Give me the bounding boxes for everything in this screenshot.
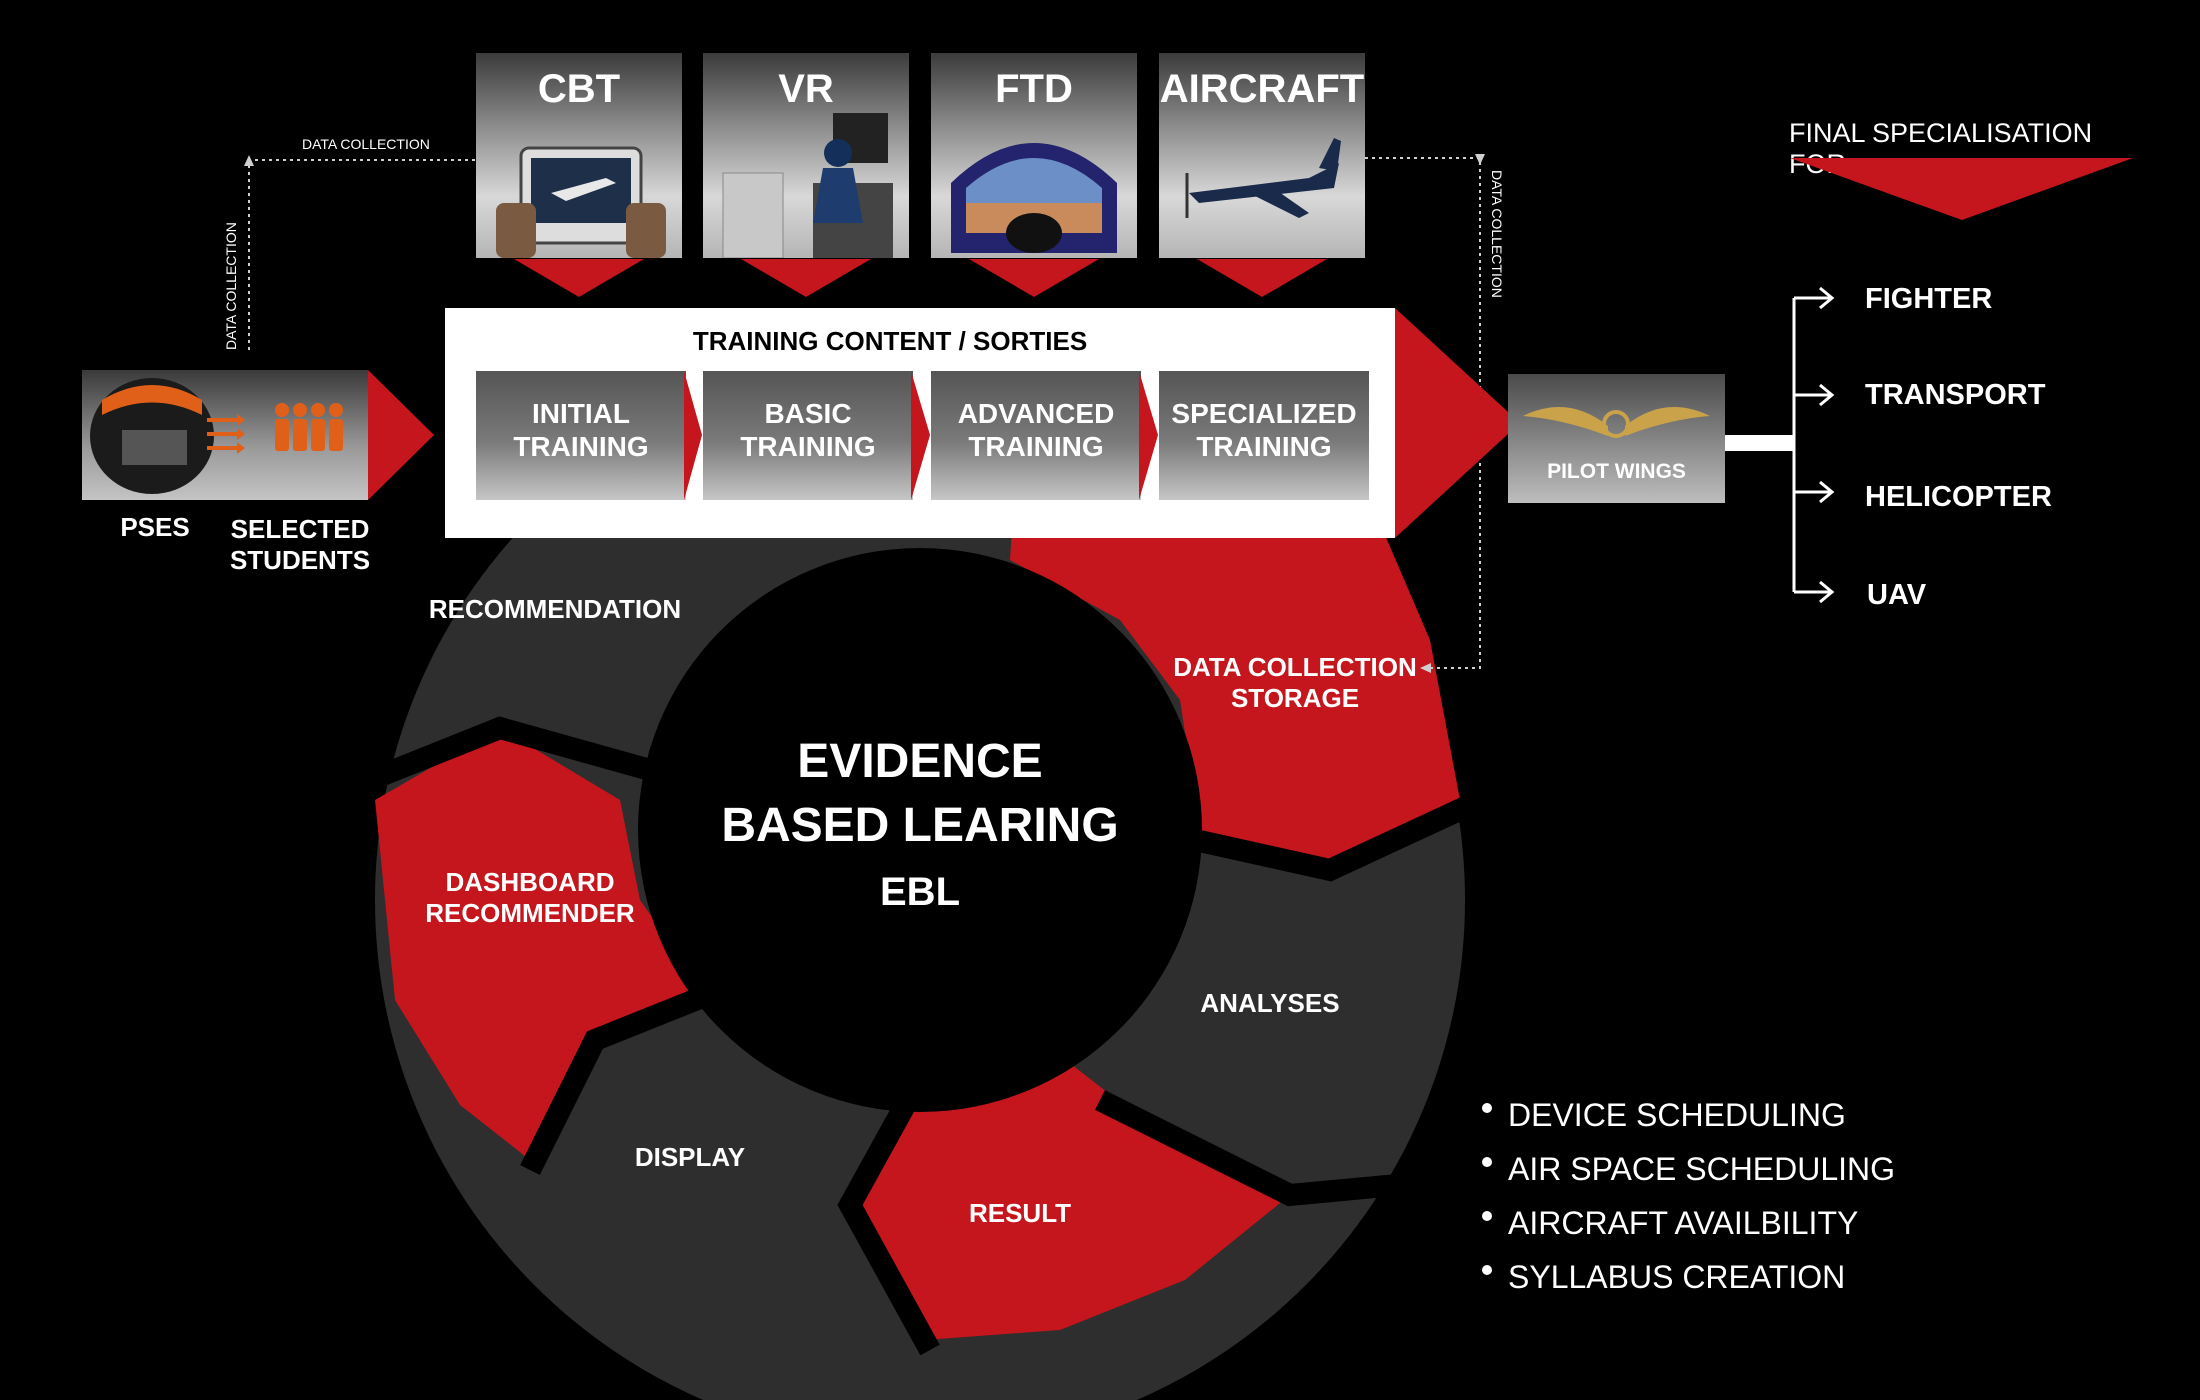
wings-connector (1725, 435, 1793, 451)
center-line2: BASED LEARING (721, 798, 1119, 852)
data-collection-label-top: DATA COLLECTION (302, 136, 430, 152)
segment-line1: DASHBOARD (445, 867, 615, 897)
segment-dashboard-recommender: DASHBOARD RECOMMENDER (405, 867, 655, 928)
segment-data-collection-storage: DATA COLLECTION STORAGE (1160, 652, 1430, 713)
down-arrow-icon (514, 259, 644, 297)
specialisation-helicopter: HELICOPTER (1865, 481, 2052, 513)
arrow-right-icon (207, 414, 245, 454)
cycle-center (638, 548, 1202, 1112)
data-collection-storage-segment (1010, 460, 1460, 870)
stage-line1: SPECIALIZED (1171, 398, 1357, 429)
device-label: FTD (995, 67, 1073, 111)
stage-line1: ADVANCED (957, 398, 1115, 429)
data-collection-label-right: DATA COLLECTION (1489, 170, 1505, 298)
data-collection-label-left: DATA COLLECTION (223, 222, 239, 350)
specialisation-fighter: FIGHTER (1865, 283, 1993, 315)
device-label: VR (778, 67, 834, 111)
ebl-center-title: EVIDENCE BASED LEARING EBL (700, 730, 1140, 921)
arrow-right-icon (1819, 480, 1835, 504)
pilot-wings-panel (1508, 374, 1725, 503)
dome-simulator-image (951, 143, 1117, 253)
segment-display: DISPLAY (634, 1142, 746, 1172)
right-arrow-icon (684, 371, 702, 500)
device-tile-ftd: FTD (931, 53, 1137, 258)
segment-recommendation: RECOMMENDATION (428, 594, 682, 624)
stage-line1: BASIC (764, 398, 852, 429)
arrow-right-icon (1819, 383, 1835, 407)
pilot-wings-label: PILOT WINGS (1547, 460, 1686, 483)
right-arrow-icon (911, 371, 930, 500)
specialisation-transport: TRANSPORT (1865, 379, 2046, 411)
segment-analyses: ANALYSES (1200, 988, 1340, 1018)
training-title: TRAINING CONTENT / SORTIES (692, 326, 1088, 356)
arrow-left-icon (1420, 663, 1431, 673)
stage-line1: INITIAL (532, 398, 630, 429)
planning-item: AIR SPACE SCHEDULING (1482, 1142, 1895, 1196)
segment-result: RESULT (968, 1198, 1072, 1228)
planning-list: DEVICE SCHEDULING AIR SPACE SCHEDULING A… (1482, 1088, 1895, 1304)
training-arrow (1395, 308, 1520, 538)
arrow-down-icon (1475, 154, 1485, 165)
down-arrow-icon (1790, 158, 2133, 220)
down-arrow-icon (741, 259, 871, 297)
right-arrow-icon (368, 370, 434, 500)
students-line2: STUDENTS (229, 544, 371, 575)
device-tile-vr: VR (703, 53, 909, 258)
stage-line2: TRAINING (740, 431, 876, 463)
specialisation-tree (1792, 286, 1835, 604)
device-tile-aircraft: AIRCRAFT (1159, 53, 1365, 258)
device-label: CBT (537, 67, 621, 111)
device-tile-cbt: CBT (476, 53, 682, 258)
arrow-right-icon (1819, 580, 1835, 604)
planning-item: DEVICE SCHEDULING (1482, 1088, 1895, 1142)
data-collection-lines (244, 154, 1485, 673)
segment-line1: DATA COLLECTION (1173, 652, 1417, 682)
stage-line2: TRAINING (1196, 431, 1332, 463)
right-arrow-icon (1139, 371, 1158, 500)
segment-line2: STORAGE (1230, 682, 1360, 713)
pses-illustration (90, 370, 434, 500)
turboprop-aircraft-image (1185, 138, 1341, 218)
specialisation-uav: UAV (1867, 579, 1927, 611)
dashboard-recommender-segment (375, 728, 700, 1160)
center-line3: EBL (880, 869, 960, 914)
stage-arrows (684, 371, 1158, 500)
right-arrow-icon (1395, 308, 1520, 538)
wings-emblem-icon (1523, 407, 1710, 438)
students-line1: SELECTED (230, 514, 370, 544)
vr-pilot-image (722, 113, 893, 258)
device-label: AIRCRAFT (1159, 67, 1365, 111)
down-arrow-icon (1197, 259, 1327, 297)
tablet-cockpit-image (496, 146, 666, 258)
students-icon (275, 403, 343, 451)
center-line1: EVIDENCE (797, 735, 1043, 788)
stage-line2: TRAINING (513, 431, 649, 463)
segment-line2: RECOMMENDER (425, 897, 635, 928)
arrow-right-icon (1819, 286, 1835, 310)
pses-label: PSES (120, 512, 190, 542)
device-arrows (514, 259, 1327, 297)
result-segment (850, 1040, 1290, 1340)
down-arrow-icon (969, 259, 1099, 297)
planning-item: AIRCRAFT AVAILBILITY (1482, 1196, 1895, 1250)
stage-line2: TRAINING (968, 431, 1104, 463)
arrow-up-icon (244, 155, 254, 166)
selected-students-label: SELECTED STUDENTS (220, 514, 380, 575)
planning-item: SYLLABUS CREATION (1482, 1250, 1895, 1304)
specialisation-arrow (1790, 158, 2133, 220)
